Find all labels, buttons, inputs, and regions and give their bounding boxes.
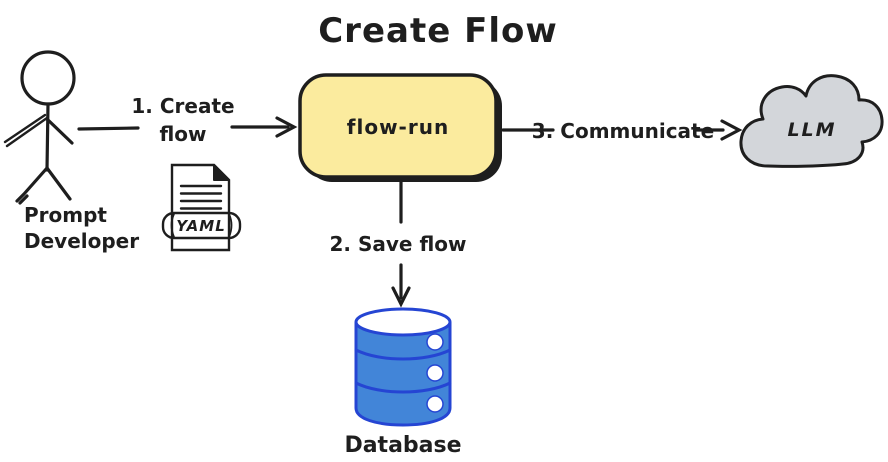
database-dot-1: [426, 333, 444, 351]
database-dot-3: [426, 395, 444, 413]
save-flow-arrowhead-icon: [391, 286, 411, 308]
create-flow-label-line1: 1. Create: [131, 94, 234, 118]
actor-head: [20, 50, 76, 106]
flow-run-node: flow-run: [298, 73, 502, 182]
llm-node: LLM: [739, 74, 884, 168]
database-dot-2: [426, 364, 444, 382]
flow-run-box: [298, 73, 498, 179]
database-divider-2: [354, 381, 452, 394]
database-divider-1: [354, 348, 452, 361]
yaml-banner-ends: [170, 213, 233, 238]
actor-left-leg: [15, 166, 49, 205]
database-cylinder-body: [354, 322, 452, 427]
yaml-banner: [161, 211, 242, 240]
actor-figure: Prompt Developer: [3, 50, 139, 253]
diagram-title: Create Flow: [318, 11, 558, 51]
yaml-doc-textlines: [179, 184, 223, 210]
flow-run-label: flow-run: [347, 115, 449, 139]
actor-label-line1: Prompt: [24, 203, 107, 227]
actor-label-line2: Developer: [24, 229, 139, 253]
create-flow-arrowhead-icon: [275, 116, 298, 138]
create-flow-label-line2: flow: [159, 122, 206, 146]
actor-right-leg: [45, 166, 72, 201]
edge-communicate: 3. Communicate: [501, 119, 743, 143]
communicate-arrowhead-icon: [720, 119, 743, 141]
database-cylinder-top: [354, 307, 452, 337]
create-flow-line-start: [77, 126, 140, 131]
communicate-label: 3. Communicate: [532, 119, 714, 143]
edge-create-flow: 1. Create flow: [77, 94, 298, 146]
edge-save-flow: 2. Save flow: [330, 179, 467, 308]
llm-label: LLM: [787, 119, 836, 141]
actor-left-arm-stroke2: [3, 113, 47, 144]
yaml-doc-fold: [213, 164, 230, 181]
actor-body: [45, 102, 50, 172]
database-node: Database: [344, 307, 462, 458]
save-flow-label: 2. Save flow: [330, 232, 467, 256]
yaml-label: YAML: [176, 217, 226, 235]
database-label: Database: [344, 433, 461, 458]
llm-cloud-icon: [739, 74, 884, 168]
actor-right-arm: [45, 117, 74, 145]
actor-left-arm: [5, 116, 49, 148]
yaml-file-icon: YAML: [161, 163, 242, 252]
